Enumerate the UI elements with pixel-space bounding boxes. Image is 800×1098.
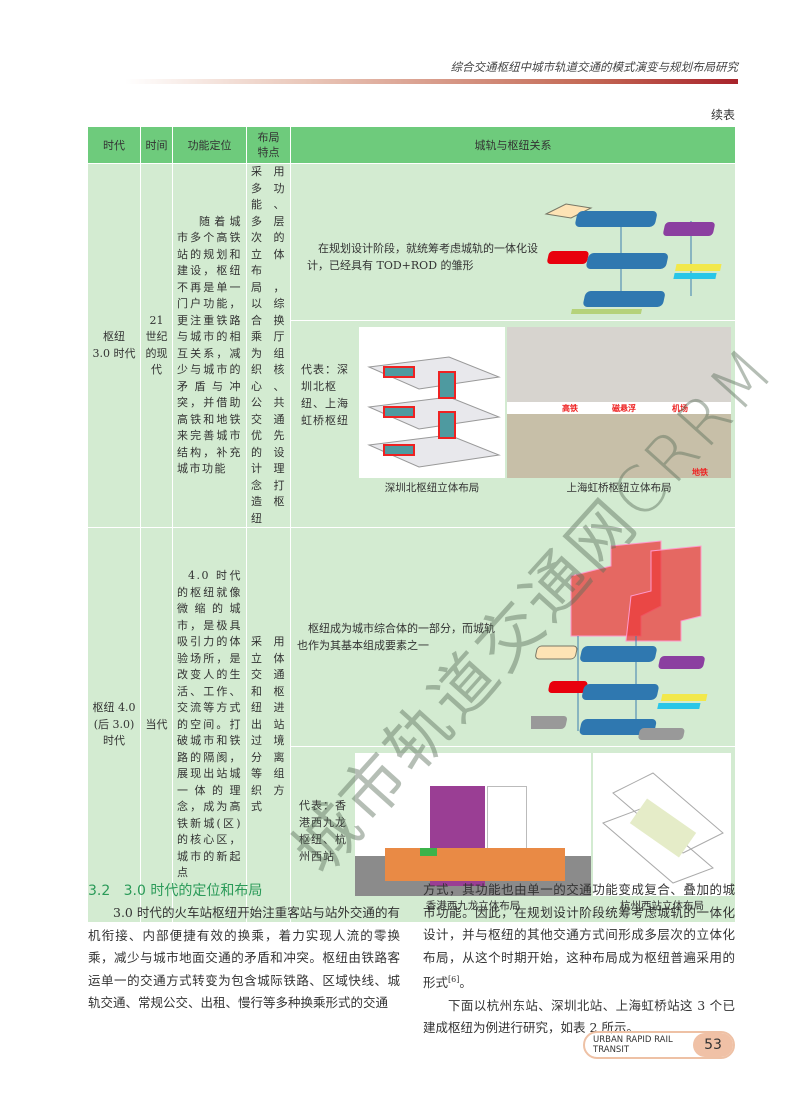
- label-metro: 地铁: [692, 468, 708, 477]
- shenzhen-north-diagram: [359, 327, 505, 478]
- col-era: 时代: [87, 126, 141, 164]
- body-text-end: 。: [459, 975, 472, 991]
- col-relation: 城轨与枢纽关系: [290, 126, 736, 164]
- running-title: 综合交通枢纽中城市轨道交通的模式演变与规划布局研究: [450, 60, 739, 74]
- citation: [6]: [448, 975, 460, 984]
- col-time: 时间: [140, 126, 173, 164]
- caption-hangzhou-west: 杭州西站立体布局: [620, 900, 704, 912]
- layout-cell: 采用多功能、多层次的立体布局，以综合换乘厅为组织核心、公共交通优先的设计理念打造…: [246, 163, 291, 528]
- section-heading: 3.2 3.0 时代的定位和布局: [88, 880, 262, 900]
- time-text: 21 世纪的现代: [145, 313, 168, 377]
- relation-text: 在规划设计阶段，就统筹考虑城轨的一体化设计，已经具有 TOD+ROD 的雏形: [307, 242, 538, 272]
- caption-shenzhen: 深圳北枢纽立体布局: [384, 482, 480, 494]
- time-cell: 21 世纪的现代: [140, 163, 173, 528]
- label-maglev: 磁悬浮: [612, 404, 636, 413]
- table-row: 枢纽 3.0 时代 21 世纪的现代 随着城市多个高铁站的规划和建设，枢纽不再是…: [87, 163, 736, 528]
- era-table: 时代 时间 功能定位 布局特点 城轨与枢纽关系 枢纽 3.0 时代 21 世纪的…: [87, 126, 736, 923]
- layout-cell: 采用立体交通和枢纽进出站过境分离等组织方式: [246, 527, 291, 923]
- time-cell: 当代: [140, 527, 173, 923]
- footer-badge: URBAN RAPID RAIL TRANSIT 53: [583, 1031, 735, 1059]
- body-right-column: 方式，其功能也由单一的交通功能变成复合、叠加的城市功能。因此，在规划设计阶段统筹…: [423, 879, 735, 1040]
- section-title: 3.0 时代的定位和布局: [123, 883, 263, 899]
- col-function: 功能定位: [172, 126, 247, 164]
- relation-text: 枢纽成为城市综合体的一部分，而城轨也作为其基本组成要素之一: [297, 622, 495, 652]
- hangzhou-west-diagram: [593, 753, 731, 896]
- label-hsr: 高铁: [562, 404, 578, 413]
- header-bar: [125, 79, 738, 84]
- examples-text: 代表：深圳北枢纽、上海虹桥枢纽: [301, 363, 349, 427]
- function-cell: 随着城市多个高铁站的规划和建设，枢纽不再是单一门户功能，更注重铁路与城市的相互关…: [172, 163, 247, 528]
- table-header: 时代 时间 功能定位 布局特点 城轨与枢纽关系: [87, 126, 736, 164]
- table-row: 枢纽 4.0 (后 3.0) 时代 当代 4.0 时代的枢纽就像微缩的城市，是极…: [87, 527, 736, 923]
- label-airport: 机场: [672, 404, 688, 413]
- examples-text: 代表：香港西九龙枢纽、杭州西站: [299, 799, 347, 863]
- body-paragraph: 方式，其功能也由单一的交通功能变成复合、叠加的城市功能。因此，在规划设计阶段统筹…: [423, 879, 735, 995]
- continued-label: 续表: [710, 108, 735, 122]
- caption-hongqiao: 上海虹桥枢纽立体布局: [566, 482, 672, 494]
- relation-cell: 在规划设计阶段，就统筹考虑城轨的一体化设计，已经具有 TOD+ROD 的雏形 代…: [290, 163, 736, 528]
- hongqiao-diagram: 高铁 磁悬浮 机场 地铁: [507, 327, 731, 478]
- section-number: 3.2: [88, 883, 111, 899]
- layer-diagram-4: [531, 540, 708, 740]
- col-layout-label: 布局特点: [257, 131, 280, 159]
- function-cell: 4.0 时代的枢纽就像微缩的城市，是极具吸引力的体验场所，是改变人的生活、工作、…: [172, 527, 247, 923]
- body-paragraph: 3.0 时代的火车站枢纽开始注重客站与站外交通的有机衔接、内部便捷有效的换乘，着…: [88, 905, 400, 1010]
- era-cell: 枢纽 3.0 时代: [87, 163, 141, 528]
- relation-sub-2: 代表：深圳北枢纽、上海虹桥枢纽 高铁 磁悬浮 机场 地铁 深圳北枢纽立体布局 上…: [291, 321, 735, 497]
- relation-cell: 枢纽成为城市综合体的一部分，而城轨也作为其基本组成要素之一 代表：香港西九龙枢纽…: [290, 527, 736, 923]
- relation-sub-1: 在规划设计阶段，就统筹考虑城轨的一体化设计，已经具有 TOD+ROD 的雏形: [291, 194, 735, 321]
- journal-name: URBAN RAPID RAIL TRANSIT: [593, 1035, 673, 1055]
- body-text: 方式，其功能也由单一的交通功能变成复合、叠加的城市功能。因此，在规划设计阶段统筹…: [423, 882, 735, 991]
- west-kowloon-diagram: [355, 753, 591, 896]
- body-left-column: 3.0 时代的火车站枢纽开始注重客站与站外交通的有机衔接、内部便捷有效的换乘，着…: [88, 902, 400, 1015]
- relation-sub-2: 代表：香港西九龙枢纽、杭州西站 香港西九龙立体布局 杭州西站立体布局: [291, 747, 735, 922]
- caption-west-kowloon: 香港西九龙立体布局: [425, 900, 521, 912]
- body-paragraph: 下面以杭州东站、深圳北站、上海虹桥站这 3 个已建成枢纽为例进行研究，如表 2 …: [423, 997, 735, 1036]
- col-layout: 布局特点: [246, 126, 291, 164]
- page-number: 53: [693, 1033, 733, 1057]
- era-cell: 枢纽 4.0 (后 3.0) 时代: [87, 527, 141, 923]
- relation-sub-1: 枢纽成为城市综合体的一部分，而城轨也作为其基本组成要素之一: [291, 528, 735, 747]
- layer-diagram-3: [544, 203, 722, 314]
